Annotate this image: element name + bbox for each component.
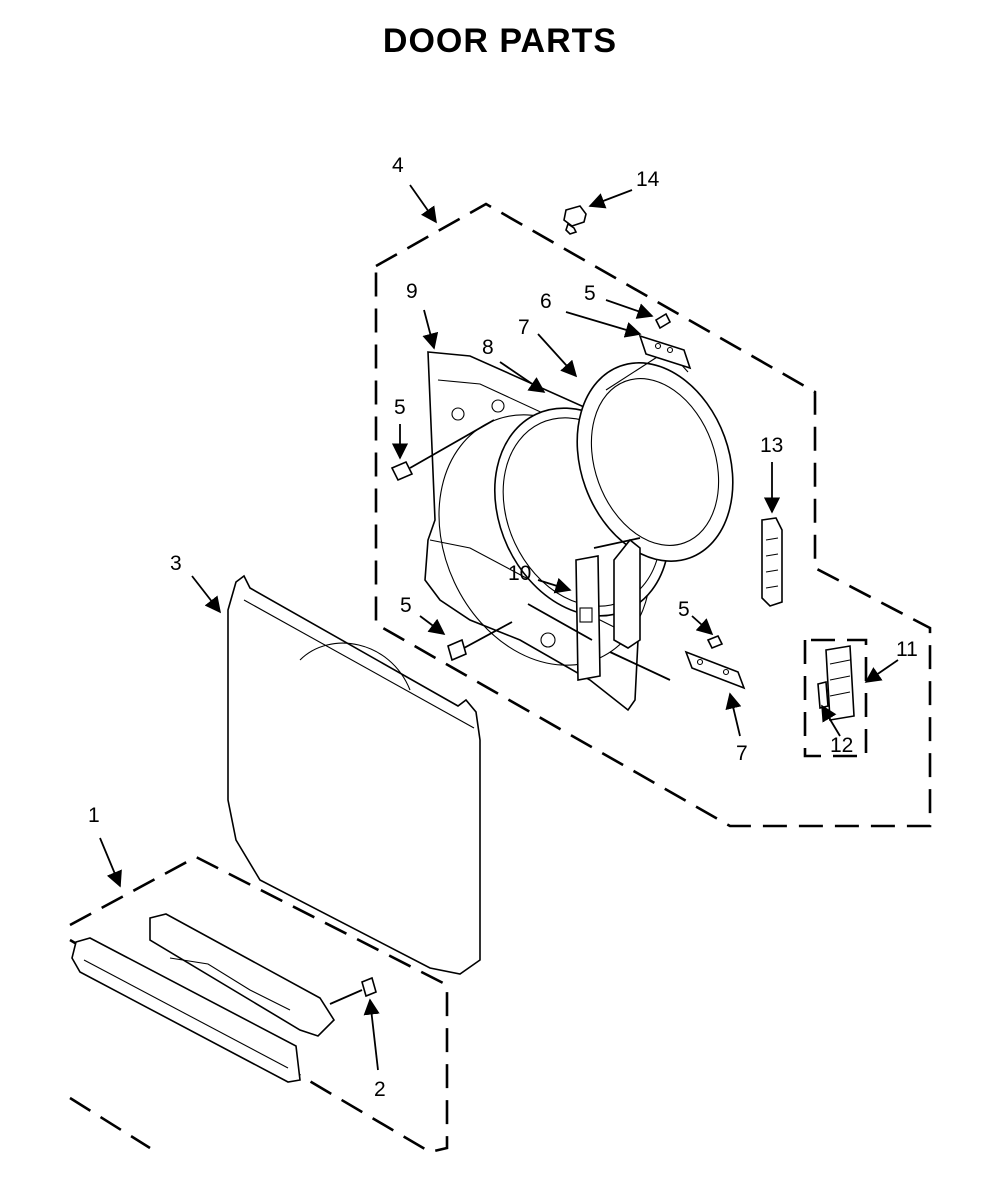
callout-4: 4	[392, 154, 404, 177]
part-5-screw-left	[390, 419, 495, 482]
part-5-screw-right	[706, 634, 724, 650]
callout-8: 8	[482, 336, 494, 359]
part-2-handle-screw	[329, 976, 377, 1005]
part-5-screw-lower	[447, 621, 513, 662]
door-assembly-outline	[374, 202, 932, 828]
callout-1: 1	[88, 804, 100, 827]
part-6-upper-hinge	[638, 334, 692, 370]
callout-10: 10	[508, 562, 531, 585]
part-1-door-handle	[71, 913, 336, 1083]
callout-12: 12	[830, 734, 853, 757]
callout-7-top: 7	[518, 316, 530, 339]
handle-assembly-outline	[69, 855, 449, 1154]
part-3-outer-door-panel	[227, 574, 481, 975]
callout-7-lower: 7	[736, 742, 748, 765]
part-5-screw-top	[654, 312, 672, 330]
part-12-latch-spring	[817, 680, 829, 710]
page-title: DOOR PARTS	[382, 22, 618, 60]
control-kit-outline	[803, 638, 868, 758]
callout-14: 14	[636, 168, 660, 191]
callout-6: 6	[540, 290, 552, 313]
part-7-lower-hinge	[684, 650, 746, 690]
callout-5-right: 5	[678, 598, 690, 621]
callout-5-left: 5	[394, 396, 406, 419]
callout-9: 9	[406, 280, 418, 303]
part-11-latch-kit	[825, 645, 855, 721]
callout-2: 2	[374, 1078, 386, 1101]
part-14-plug	[563, 205, 587, 235]
callout-13: 13	[760, 434, 783, 457]
part-7-inner-door-panel	[576, 349, 734, 562]
callout-3: 3	[170, 552, 182, 575]
callout-11: 11	[896, 638, 918, 661]
callout-5-lower: 5	[400, 594, 412, 617]
part-13-latch-strike	[761, 517, 783, 607]
leader-lines	[99, 184, 899, 1071]
callout-5-top: 5	[584, 282, 596, 305]
